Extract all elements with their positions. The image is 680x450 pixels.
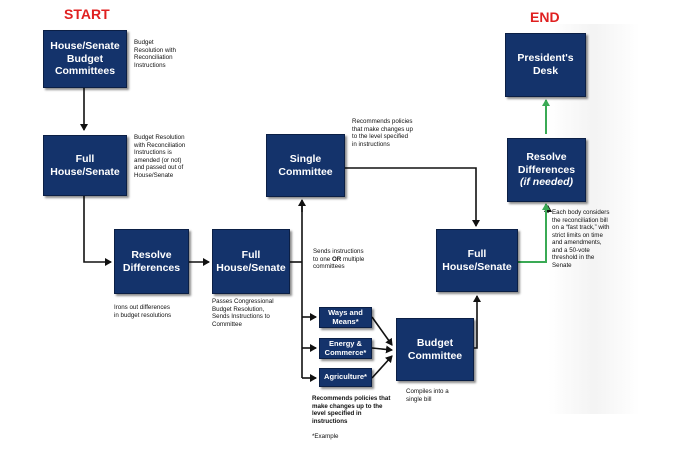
energy-commerce-box: Energy & Commerce*: [319, 338, 372, 359]
note-compiles-single-bill: Compiles into a single bill: [406, 388, 449, 403]
arrow-full-to-resolve: [83, 196, 112, 266]
note-or-emphasis: OR: [331, 255, 342, 263]
note-sends-instructions: Sends instructions to one OR multiple co…: [313, 248, 364, 271]
note-budget-resolution-instructions: Budget Resolution with Reconciliation In…: [134, 39, 176, 69]
note-passes-budget-resolution: Passes Congressional Budget Resolution, …: [212, 298, 274, 328]
resolve-differences-label: Resolve Differences: [517, 150, 576, 176]
single-committee-box: Single Committee: [266, 134, 345, 197]
note-irons-out-differences: Irons out differences in budget resoluti…: [114, 304, 172, 319]
start-label: START: [64, 6, 110, 22]
agriculture-box: Agriculture*: [319, 368, 372, 387]
arrow-full3-to-resolve-green: [518, 203, 550, 263]
note-example: *Example: [312, 433, 339, 440]
note-committees-recommend: Recommends policies that make changes up…: [312, 395, 391, 425]
note-sends-instructions-post: multiple committees: [313, 255, 365, 271]
note-fast-track: Each body considers the reconciliation b…: [552, 209, 610, 269]
presidents-desk-box: President's Desk: [505, 33, 586, 97]
resolve-differences-box-1: Resolve Differences: [114, 229, 189, 294]
arrow-single-to-full3: [345, 167, 480, 227]
note-amended-and-passed: Budget Resolution with Reconciliation In…: [134, 134, 186, 179]
if-needed-label: (if needed): [519, 176, 574, 189]
arrow-ways-to-budget: [371, 316, 393, 346]
note-sends-instructions-pre: Sends instructions to one: [313, 248, 364, 263]
full-house-senate-box-1: Full House/Senate: [43, 135, 127, 196]
budget-committee-box: Budget Committee: [396, 318, 474, 381]
arrow-budget-to-full3: [473, 295, 481, 349]
ways-and-means-box: Ways and Means*: [319, 307, 372, 328]
full-house-senate-box-2: Full House/Senate: [212, 229, 290, 294]
resolve-differences-box-2: Resolve Differences (if needed): [507, 138, 586, 202]
house-senate-budget-committees-box: House/Senate Budget Committees: [43, 30, 127, 88]
arrow-energy-to-budget: [371, 345, 393, 354]
end-label: END: [530, 9, 560, 25]
arrow-agri-to-budget: [371, 355, 393, 379]
full-house-senate-box-3: Full House/Senate: [436, 229, 518, 292]
note-single-committee-recommends: Recommends policies that make changes up…: [352, 118, 413, 148]
